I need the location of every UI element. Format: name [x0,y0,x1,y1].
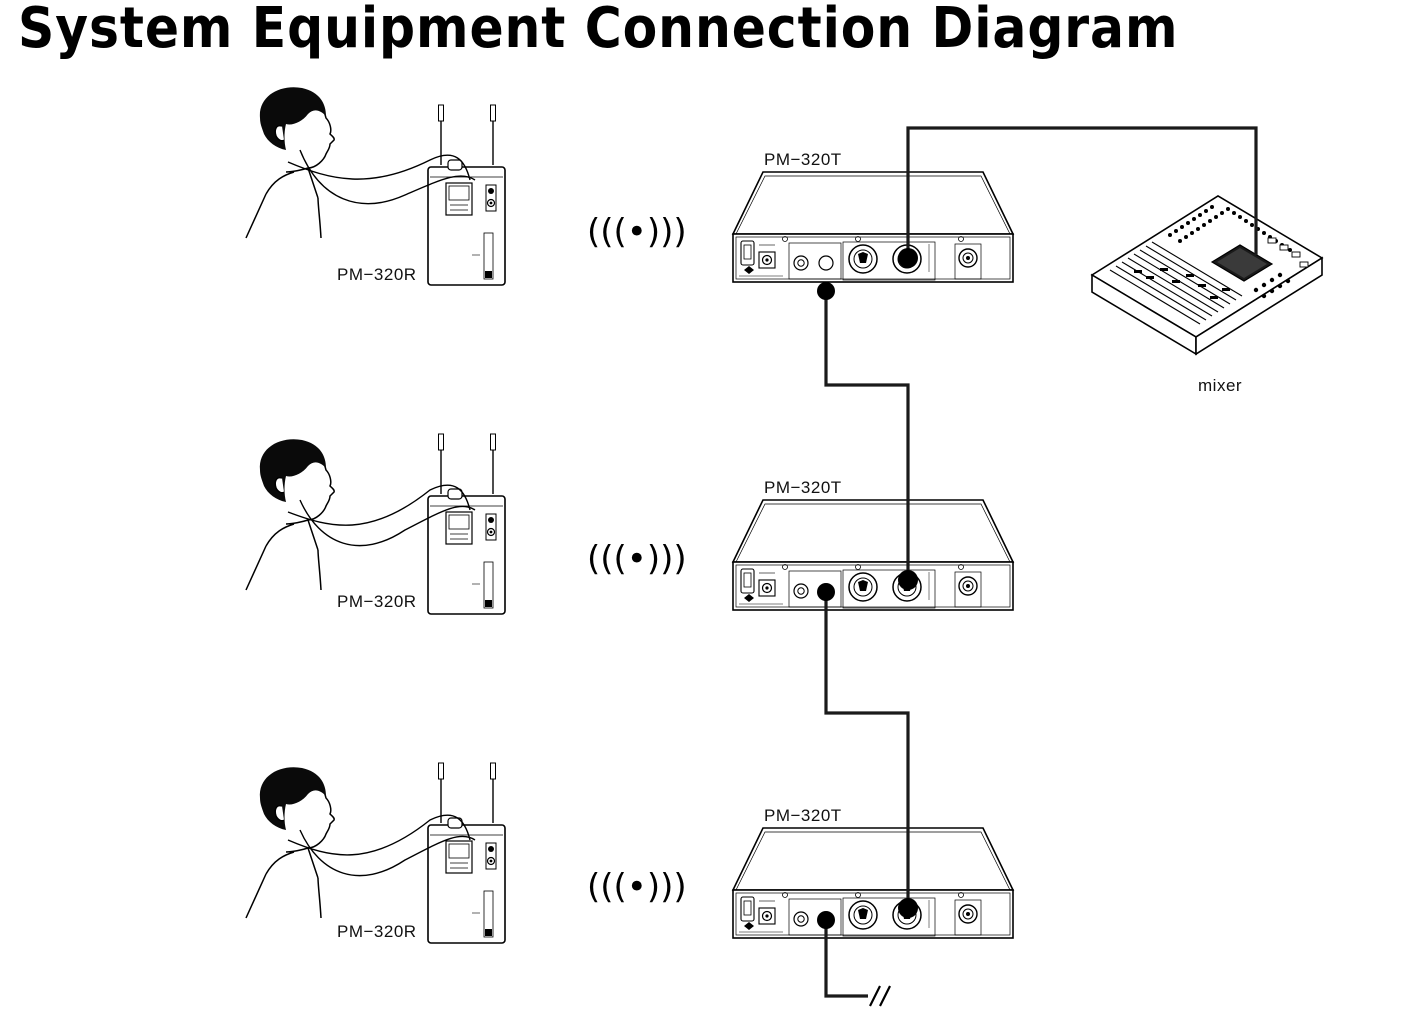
row-2: PM−320R (((•))) PM−320T [245,433,1014,615]
transmitter-unit [732,499,1014,611]
earphone-cable [287,814,471,856]
loop-cable-1 [824,290,910,572]
earphone-cable [287,484,471,526]
mixer-to-transmitter-cable [906,126,1258,258]
wireless-signal-icon: (((•))) [587,539,687,579]
wireless-signal-icon: (((•))) [587,212,687,252]
receiver-label: PM−320R [337,922,417,941]
mixer-console [1090,195,1324,356]
bodypack-receiver [427,762,506,944]
earphone-cable [299,149,476,205]
earphone-cable [287,154,471,181]
receiver-label: PM−320R [337,265,417,284]
transmitter-unit [732,171,1014,283]
row-3: PM−320R (((•))) PM−320T [245,762,1014,944]
earphone-cable [299,829,476,877]
listener-head [245,438,335,591]
transmitter-label: PM−320T [764,150,842,169]
wireless-signal-icon: (((•))) [587,867,687,907]
page-title: System Equipment Connection Diagram [18,0,1179,61]
transmitter-unit [732,827,1014,939]
listener-head [245,766,335,919]
row-1: PM−320R (((•))) PM−320T [245,86,1014,286]
mixer-label: mixer [1198,376,1242,395]
receiver-label: PM−320R [337,592,417,611]
earphone-cable [299,499,476,547]
cable-break-symbol [869,985,891,1007]
cable-plugs [817,248,918,929]
bodypack-receiver [427,433,506,615]
loop-out-continuation [824,920,868,998]
bodypack-receiver [427,104,506,286]
loop-cable-2 [824,592,910,900]
transmitter-label: PM−320T [764,806,842,825]
transmitter-label: PM−320T [764,478,842,497]
audio-cables [824,126,1258,998]
